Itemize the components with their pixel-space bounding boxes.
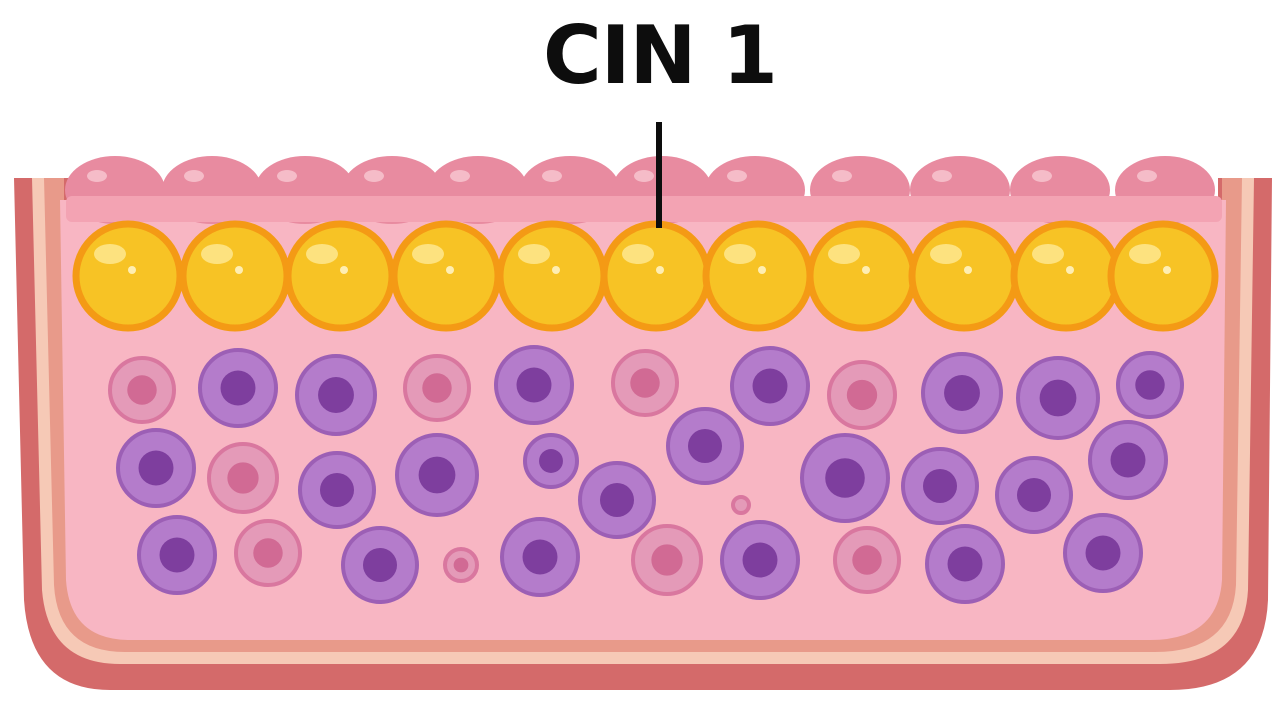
- cell-sparkle: [656, 266, 664, 274]
- cell-sparkle: [964, 266, 972, 274]
- koilocyte-cell: [284, 220, 396, 332]
- cell-nucleus: [1135, 370, 1165, 400]
- cell-highlight: [201, 244, 233, 264]
- koilocyte-cell: [806, 220, 918, 332]
- cell-nucleus: [1039, 379, 1077, 417]
- koilocyte-cell: [72, 220, 184, 332]
- cell-nucleus: [422, 373, 452, 403]
- cell-nucleus: [630, 368, 660, 398]
- surface-cell-highlight: [184, 170, 204, 182]
- cell-sparkle: [446, 266, 454, 274]
- cell-nucleus: [253, 538, 283, 568]
- surface-cell-highlight: [450, 170, 470, 182]
- cell-nucleus: [752, 368, 788, 404]
- surface-cell-highlight: [932, 170, 952, 182]
- cell-highlight: [724, 244, 756, 264]
- cell-highlight: [828, 244, 860, 264]
- epithelial-cell: [731, 495, 751, 515]
- koilocyte-cell-row: [72, 220, 1219, 332]
- cell-sparkle: [1163, 266, 1171, 274]
- surface-cell-highlight: [634, 170, 654, 182]
- cell-highlight: [518, 244, 550, 264]
- cell-nucleus: [1110, 442, 1146, 478]
- basal-cell-layer: [108, 345, 1184, 604]
- cell-highlight: [94, 244, 126, 264]
- cell-nucleus: [319, 472, 355, 508]
- cell-nucleus: [516, 367, 552, 403]
- koilocyte-cell: [702, 220, 814, 332]
- surface-cell-highlight: [1137, 170, 1157, 182]
- cell-nucleus: [539, 449, 563, 473]
- cell-nucleus: [138, 450, 174, 486]
- cell-sparkle: [1066, 266, 1074, 274]
- cell-nucleus: [687, 428, 723, 464]
- surface-cell-highlight: [727, 170, 747, 182]
- cin-grade-label: CIN 1: [543, 9, 778, 102]
- koilocyte-cell: [179, 220, 291, 332]
- cell-nucleus: [159, 537, 195, 573]
- cell-nucleus: [453, 557, 469, 573]
- cell-sparkle: [235, 266, 243, 274]
- surface-cell-highlight: [542, 170, 562, 182]
- surface-cell-highlight: [87, 170, 107, 182]
- cell-nucleus: [825, 458, 865, 498]
- cell-nucleus: [742, 542, 778, 578]
- koilocyte-cell: [390, 220, 502, 332]
- cell-nucleus: [852, 545, 882, 575]
- cell-highlight: [306, 244, 338, 264]
- cell-sparkle: [862, 266, 870, 274]
- surface-cell-highlight: [277, 170, 297, 182]
- surface-cell-highlight: [364, 170, 384, 182]
- cell-nucleus: [846, 379, 878, 411]
- cell-highlight: [1032, 244, 1064, 264]
- cell-nucleus: [318, 377, 354, 413]
- cell-sparkle: [340, 266, 348, 274]
- cell-highlight: [622, 244, 654, 264]
- cell-nucleus: [944, 375, 980, 411]
- cell-highlight: [1129, 244, 1161, 264]
- cell-nucleus: [651, 544, 683, 576]
- cell-nucleus: [922, 468, 958, 504]
- cell-nucleus: [1016, 477, 1052, 513]
- koilocyte-cell: [1107, 220, 1219, 332]
- cell-nucleus: [1085, 535, 1121, 571]
- cell-nucleus: [522, 539, 558, 575]
- cell-highlight: [930, 244, 962, 264]
- cell-nucleus: [127, 375, 157, 405]
- cell-sparkle: [128, 266, 136, 274]
- cell-nucleus: [418, 456, 456, 494]
- cell-nucleus: [362, 547, 398, 583]
- surface-cell-highlight: [1032, 170, 1052, 182]
- cell-highlight: [412, 244, 444, 264]
- cell-nucleus: [227, 462, 259, 494]
- cell-nucleus: [947, 546, 983, 582]
- cell-sparkle: [758, 266, 766, 274]
- koilocyte-cell: [496, 220, 608, 332]
- cell-nucleus: [220, 370, 256, 406]
- surface-cell-highlight: [832, 170, 852, 182]
- cell-sparkle: [552, 266, 560, 274]
- surface-membrane: [66, 196, 1222, 222]
- koilocyte-cell: [908, 220, 1020, 332]
- koilocyte-cell: [600, 220, 712, 332]
- cell-nucleus: [599, 482, 635, 518]
- koilocyte-cell: [1010, 220, 1122, 332]
